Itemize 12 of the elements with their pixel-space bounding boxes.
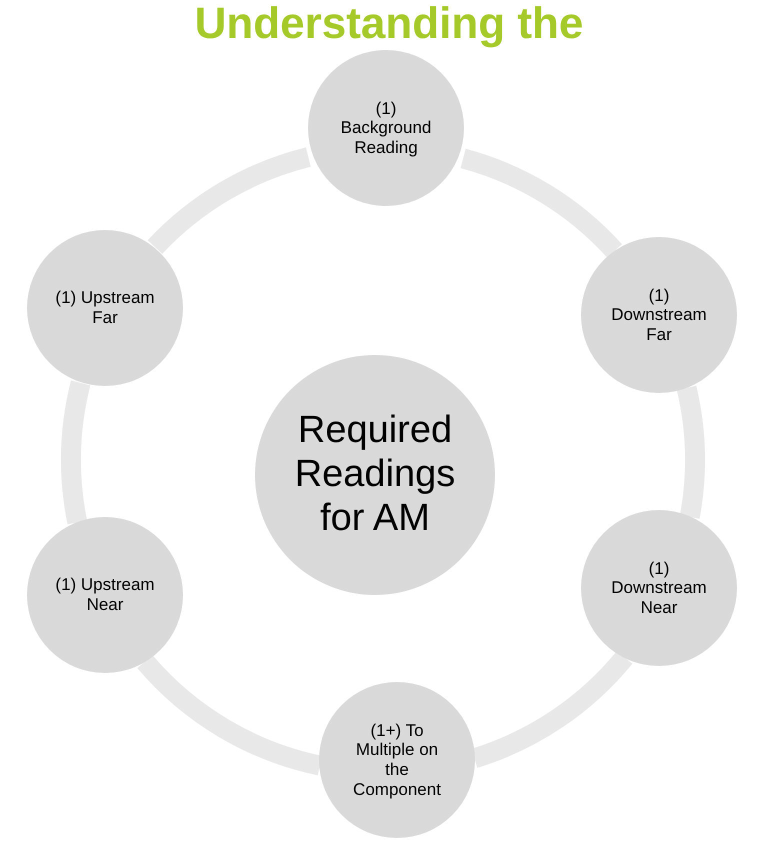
- node-text: (1) Upstream Near: [54, 575, 156, 615]
- node-text: (1+) To Multiple on the Component: [352, 720, 442, 800]
- node-text: (1) Upstream Far: [54, 288, 156, 328]
- ring-connector: [676, 386, 705, 518]
- title: Understanding the: [194, 0, 584, 48]
- node-text: (1) Downstream Near: [610, 558, 708, 618]
- node-text: (1) Downstream Far: [610, 286, 708, 344]
- node-text: (1) Background Reading: [340, 98, 432, 158]
- node-text: Required Readings for AM: [294, 409, 456, 541]
- ring-connector: [148, 148, 312, 254]
- ring-connector: [61, 381, 90, 524]
- ring-connector: [460, 148, 622, 258]
